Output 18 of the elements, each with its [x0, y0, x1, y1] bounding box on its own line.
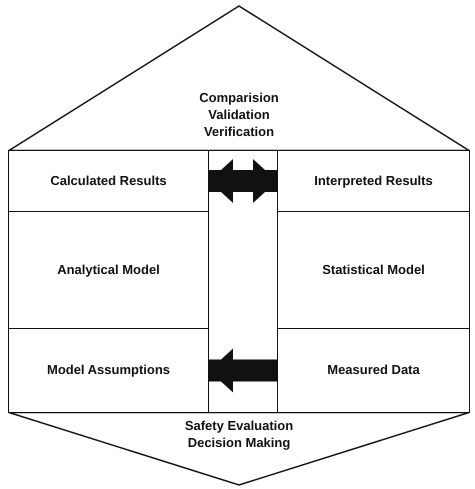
node-label: Calculated Results — [50, 172, 167, 190]
node-label: Comparision Validation Verification — [198, 90, 280, 141]
node-label: Safety Evaluation Decision Making — [184, 418, 294, 452]
text-cell — [8, 150, 209, 212]
top-triangle — [8, 5, 470, 151]
arrow — [209, 348, 277, 392]
text-cell — [277, 150, 470, 212]
text-cell — [8, 211, 209, 329]
node-label: Analytical Model — [57, 262, 160, 278]
text-cell — [277, 328, 470, 413]
node-label: Model Assumptions — [46, 362, 170, 379]
node-label: Interpreted Results — [314, 172, 433, 190]
node-label: Statistical Model — [322, 262, 425, 278]
text-cell — [8, 328, 209, 413]
arrow — [209, 159, 277, 203]
text-cell — [277, 211, 470, 329]
node-label: Measured Data — [327, 362, 420, 379]
bottom-triangle — [8, 412, 470, 486]
